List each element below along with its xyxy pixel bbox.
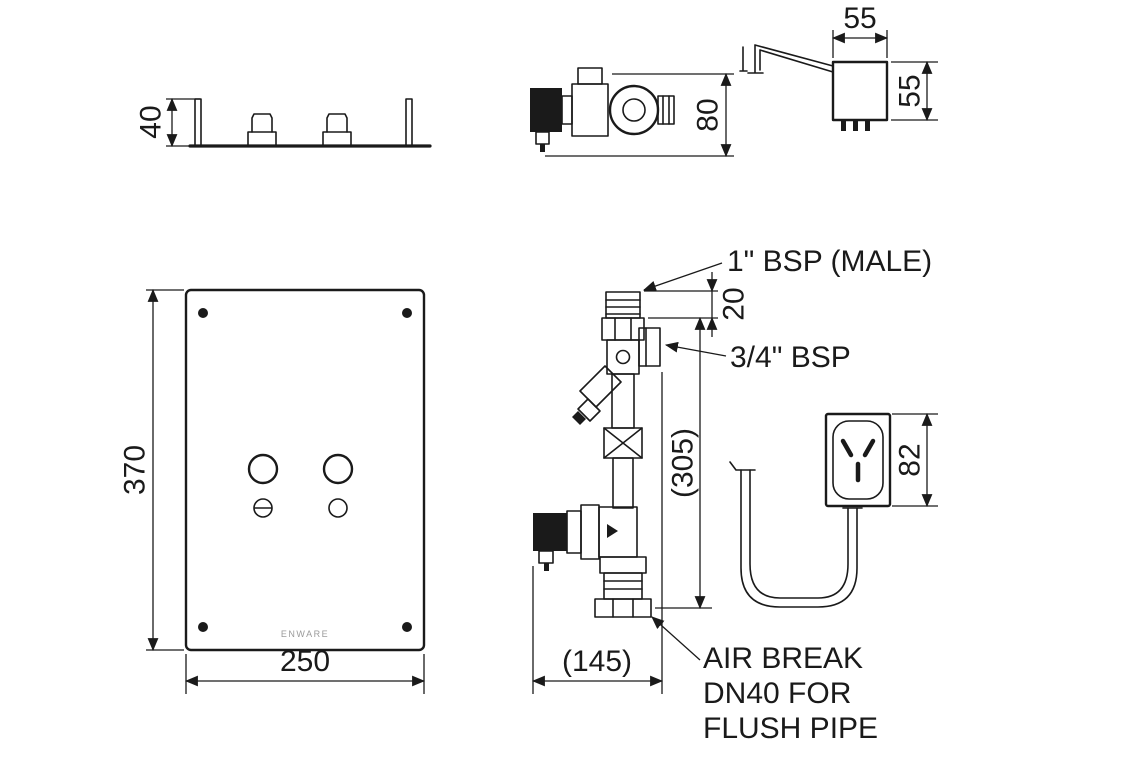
dim-40-label: 40 [135, 105, 168, 138]
outlet-leader-line [664, 341, 727, 357]
view-outlet: 82 [824, 412, 938, 508]
transformer-pins [841, 120, 870, 131]
outlet-thread-side [657, 95, 675, 125]
socket-face [832, 420, 884, 500]
side-port [638, 327, 661, 367]
air-break-pipe-ends [729, 461, 863, 509]
solenoid-connector-side [535, 131, 550, 145]
flush-connection [594, 556, 652, 618]
sensor-window-right [322, 453, 354, 485]
view-valve-front: 20 (305) (145) 1" BSP (MALE) 3/4" BSP AI… [531, 245, 932, 745]
dim-80: 80 [545, 72, 734, 158]
solenoid-valve-body [598, 506, 638, 558]
air-break-note-line2: DN40 FOR [703, 677, 851, 710]
plate-outline [184, 288, 426, 652]
solenoid-assembly [533, 504, 638, 571]
screw-button-right [328, 498, 348, 518]
dim-40: 40 [135, 97, 200, 148]
screw-hole [198, 308, 208, 318]
screw-hole [402, 622, 412, 632]
dim-82: 82 [892, 412, 938, 508]
neck-pipe [611, 373, 635, 429]
air-break-note: AIR BREAK DN40 FOR FLUSH PIPE [703, 642, 878, 745]
bracket-arm [747, 44, 834, 74]
dim-145-label: (145) [562, 645, 632, 678]
air-break-leader-line [651, 616, 701, 661]
valve-cap-side [577, 67, 603, 85]
dim-305-label: (305) [667, 428, 700, 498]
inlet-leader-line [642, 262, 723, 292]
screw-button-left [253, 498, 273, 518]
screw-hole [198, 622, 208, 632]
body-screw [615, 349, 631, 365]
solenoid-pin [544, 563, 549, 571]
outlet-box [824, 412, 892, 508]
inlet-thread-label: 1" BSP (MALE) [727, 245, 932, 278]
solenoid-connector [538, 550, 554, 564]
fitting-left [247, 113, 277, 147]
bracket-tab [739, 46, 748, 72]
flow-arrow [607, 524, 618, 538]
sensor-window-left [247, 453, 279, 485]
view-valve-side: 80 [530, 67, 734, 158]
angle-sensor [572, 365, 622, 425]
solenoid-pin-side [540, 144, 545, 152]
solenoid-spacer [566, 510, 582, 554]
dim-370-label: 370 [119, 445, 152, 495]
air-break-note-line3: FLUSH PIPE [703, 712, 878, 745]
view-transformer: 55 55 [739, 2, 938, 131]
fitting-right [322, 113, 352, 147]
screw-hole [402, 308, 412, 318]
outlet-thread-label: 3/4" BSP [730, 341, 851, 374]
dim-55-width: 55 [831, 2, 889, 58]
dim-82-label: 82 [894, 443, 927, 476]
dim-20: 20 [644, 272, 751, 337]
left-mount-tab [194, 98, 202, 147]
air-break-note-line1: AIR BREAK [703, 642, 863, 675]
socket-slot-right [862, 438, 876, 458]
socket-slot-left [840, 438, 854, 458]
dim-55-height-label: 55 [894, 74, 927, 107]
dim-55-height: 55 [891, 60, 938, 122]
dim-145: (145) [531, 372, 664, 694]
solenoid-coil [533, 513, 567, 551]
hex-nut [601, 317, 645, 341]
dim-20-label: 20 [718, 287, 751, 320]
coil-neck [561, 95, 573, 125]
valve-body-side [571, 83, 609, 137]
air-break-pipe-outer [740, 469, 858, 608]
dim-250: 250 [184, 645, 426, 694]
air-break-pipe-inner [749, 469, 849, 599]
solenoid-coil-side [530, 88, 562, 132]
transformer-box [831, 60, 889, 122]
dim-80-label: 80 [692, 98, 725, 131]
view-plate-side: 40 [135, 97, 432, 148]
view-plate-front: ENWARE 370 250 [119, 288, 426, 694]
valve-body [606, 339, 640, 375]
inlet-thread [605, 291, 641, 319]
solenoid-flange [580, 504, 600, 560]
dim-250-label: 250 [280, 645, 330, 678]
flush-nut [594, 598, 652, 618]
brand-logo-text: ENWARE [281, 629, 329, 639]
outlet-thread-lines [662, 95, 670, 125]
drop-pipe [612, 457, 634, 509]
dim-55-width-label: 55 [843, 2, 876, 35]
view-air-break [729, 461, 863, 608]
union-nut [603, 427, 643, 459]
inlet-flange-outer [608, 84, 660, 136]
inlet-flange-inner [622, 98, 646, 122]
dim-305: (305) [655, 316, 712, 610]
right-mount-tab [405, 98, 413, 147]
dim-370: 370 [119, 288, 184, 652]
